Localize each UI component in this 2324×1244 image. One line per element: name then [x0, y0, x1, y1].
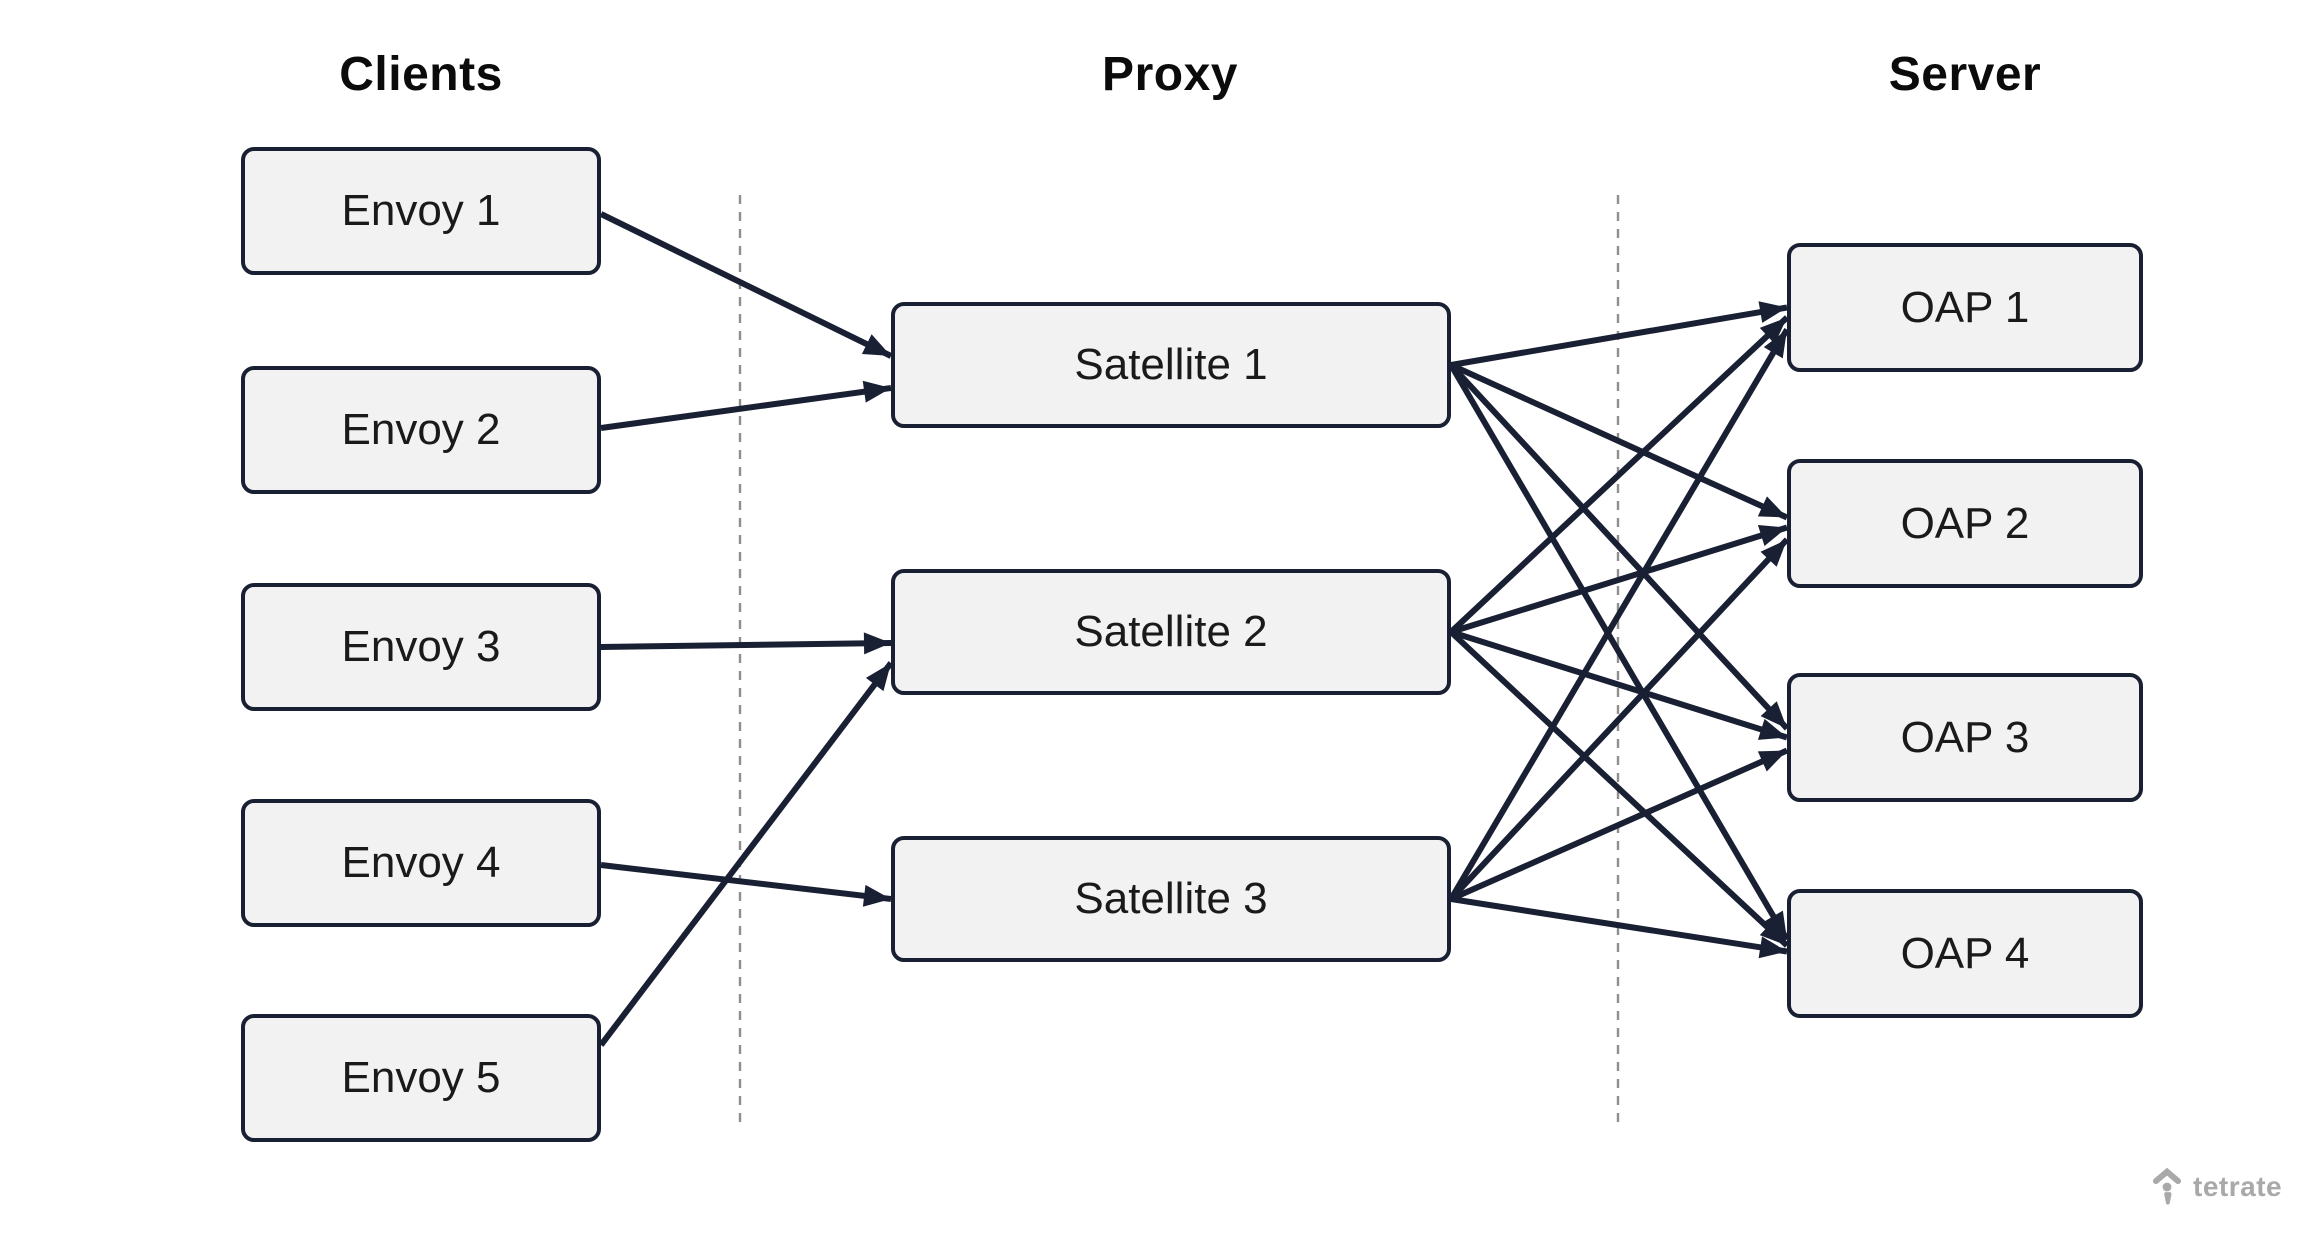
node-oap3: OAP 3: [1787, 673, 2143, 802]
edge-sat2-oap3: [1450, 629, 1788, 741]
tetrate-logo-text: tetrate: [2193, 1171, 2283, 1202]
edge-sat2-oap2: [1450, 524, 1788, 635]
edge-sat3-oap4: [1450, 896, 1788, 959]
edge-sat3-oap2: [1448, 537, 1790, 902]
node-envoy2: Envoy 2: [241, 366, 601, 494]
edge-sat2-oap1: [1448, 315, 1790, 635]
edge-sat1-oap2: [1449, 362, 1789, 521]
diagram-edges: [598, 211, 1790, 1047]
edge-envoy1-sat1: [599, 211, 893, 359]
node-sat2: Satellite 2: [891, 569, 1451, 695]
tetrate-logo: tetrate: [2150, 1163, 2282, 1211]
node-envoy5: Envoy 5: [241, 1014, 601, 1142]
edge-sat3-oap3: [1449, 747, 1789, 902]
edge-sat1-oap3: [1448, 362, 1790, 731]
node-oap1: OAP 1: [1787, 243, 2143, 372]
edge-envoy5-sat2: [598, 661, 894, 1047]
column-separators: [738, 195, 1620, 1125]
node-oap4: OAP 4: [1787, 889, 2143, 1018]
column-header-server: Server: [1888, 48, 2042, 101]
node-envoy1: Envoy 1: [241, 147, 601, 275]
node-envoy4: Envoy 4: [241, 799, 601, 927]
node-sat1: Satellite 1: [891, 302, 1451, 428]
column-header-proxy: Proxy: [1102, 48, 1238, 101]
node-sat3: Satellite 3: [891, 836, 1451, 962]
tetrate-logo-icon: [2150, 1166, 2184, 1208]
edge-envoy3-sat2: [600, 632, 892, 655]
edge-envoy2-sat1: [600, 380, 892, 431]
edge-envoy4-sat3: [600, 862, 892, 907]
node-oap2: OAP 2: [1787, 459, 2143, 588]
edge-sat1-oap4: [1448, 363, 1790, 942]
edge-sat1-oap1: [1450, 301, 1788, 368]
edge-sat2-oap4: [1448, 629, 1790, 948]
edge-sat3-oap1: [1448, 327, 1790, 901]
column-header-clients: Clients: [339, 48, 503, 101]
node-envoy3: Envoy 3: [241, 583, 601, 711]
